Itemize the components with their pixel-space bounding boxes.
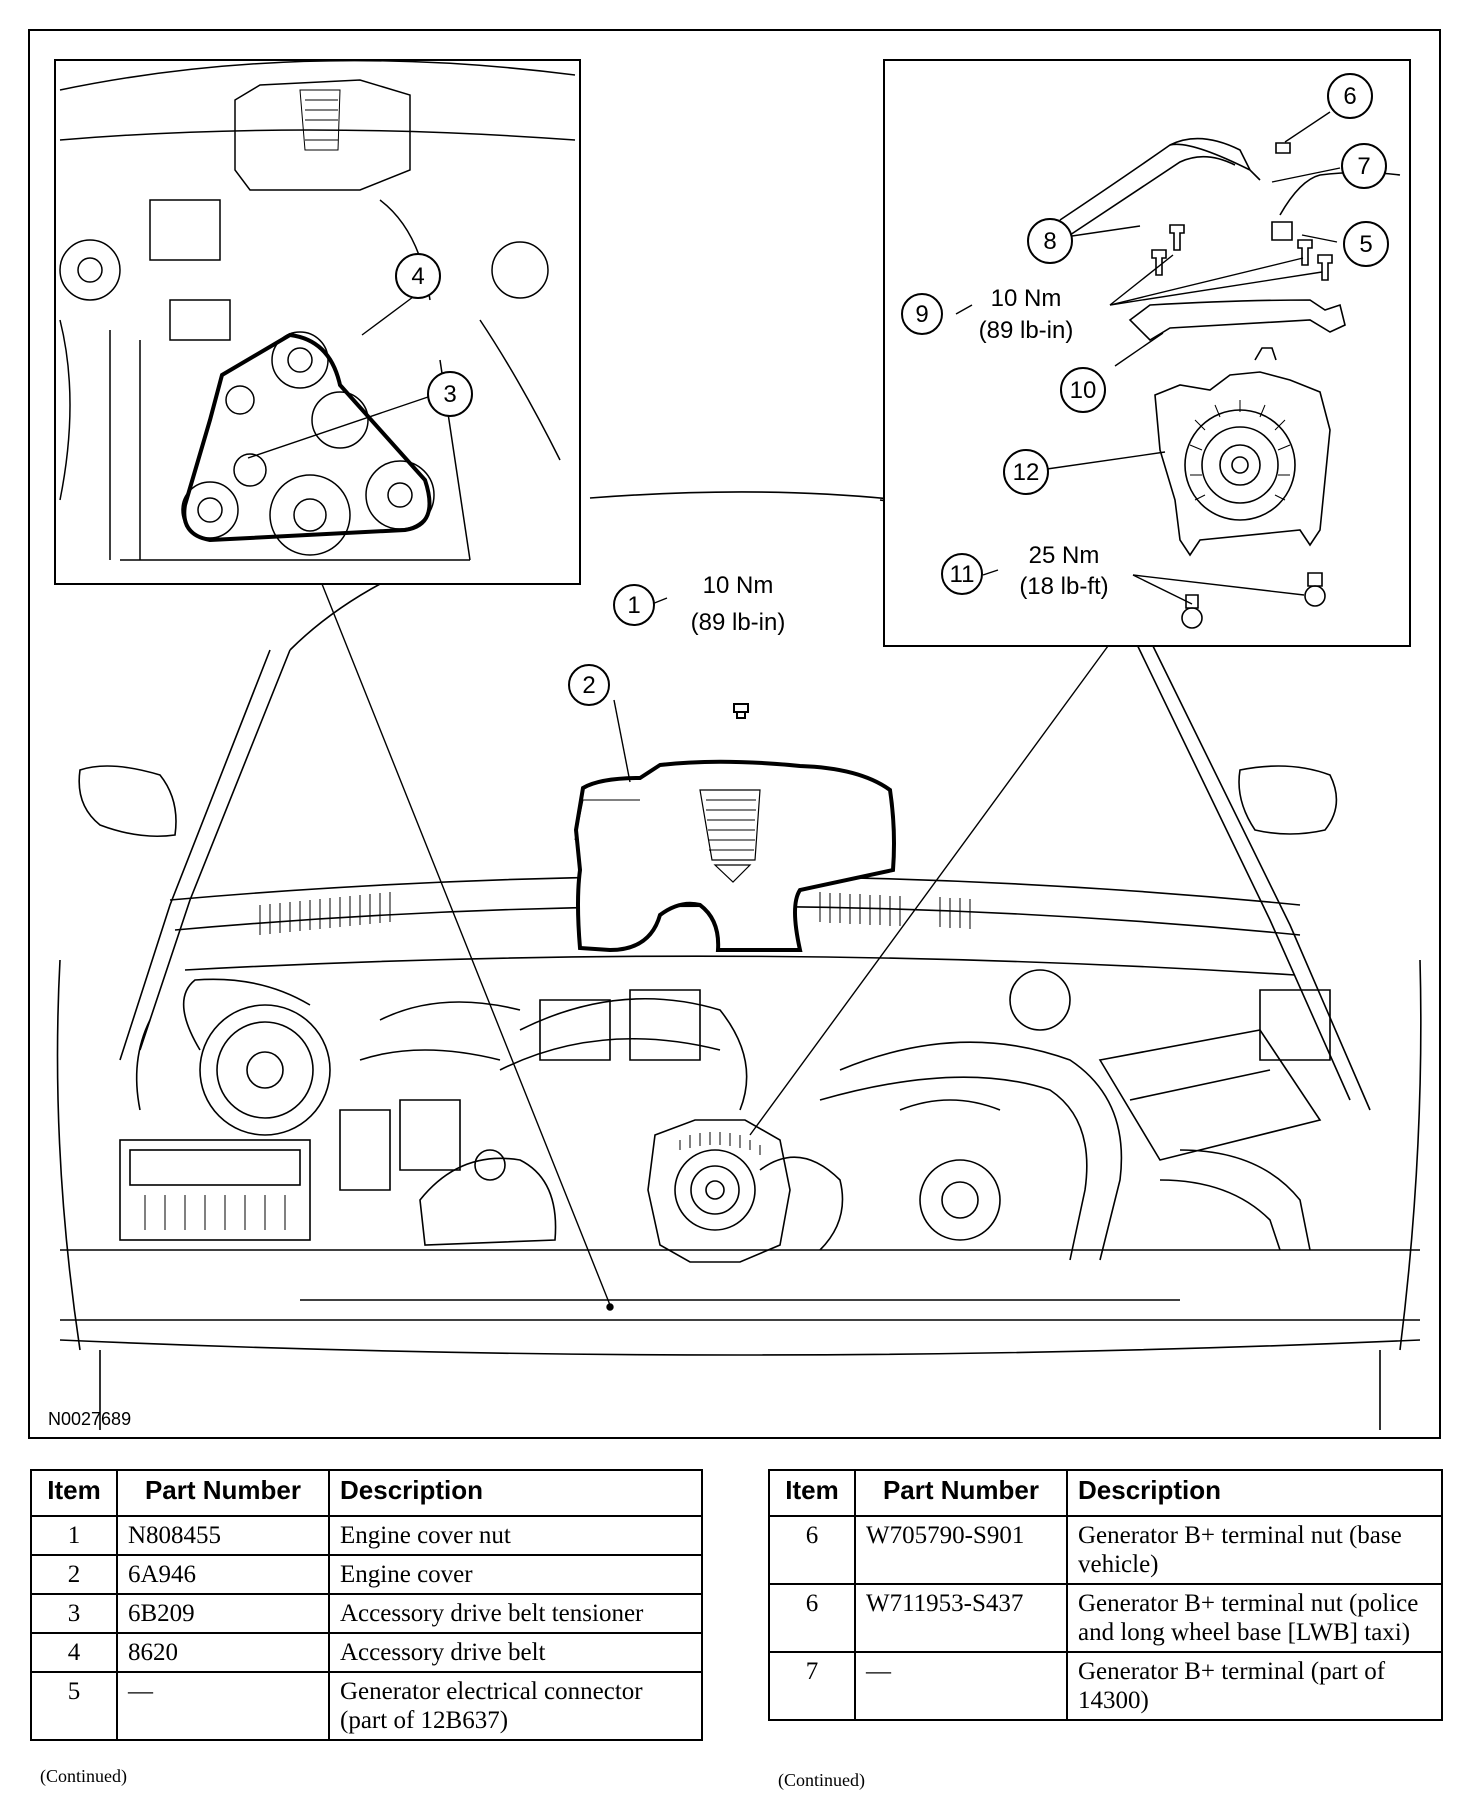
- svg-text:10: 10: [1070, 377, 1097, 404]
- continued-note-right: (Continued): [778, 1770, 865, 1790]
- cell-part-number: —: [116, 1671, 330, 1741]
- cell-item: 3: [30, 1593, 118, 1634]
- svg-text:9: 9: [915, 301, 928, 328]
- svg-text:8: 8: [1043, 228, 1056, 255]
- cell-item: 1: [30, 1515, 118, 1556]
- cell-part-number: N808455: [116, 1515, 330, 1556]
- callout-8: 8: [1027, 218, 1073, 264]
- cell-description: Accessory drive belt tensioner: [328, 1593, 703, 1634]
- svg-text:11: 11: [950, 561, 975, 588]
- table-row: 5 — Generator electrical connector (part…: [30, 1671, 703, 1741]
- svg-text:2: 2: [582, 672, 595, 699]
- callout-10: 10: [1060, 367, 1106, 413]
- callout-7: 7: [1341, 143, 1387, 189]
- cell-item: 5: [30, 1671, 118, 1741]
- svg-text:(89 lb-in): (89 lb-in): [691, 609, 786, 636]
- torque-spec-item-9: 10 Nm (89 lb-in): [979, 285, 1074, 344]
- svg-text:12: 12: [1013, 459, 1040, 486]
- cell-description: Generator electrical connector (part of …: [328, 1671, 703, 1741]
- column-header-description: Description: [328, 1469, 703, 1517]
- svg-text:(89 lb-in): (89 lb-in): [979, 317, 1074, 344]
- figure-id: N0027689: [48, 1409, 131, 1429]
- callout-6: 6: [1327, 73, 1373, 119]
- column-header-item: Item: [768, 1469, 856, 1517]
- continued-note-left: (Continued): [40, 1766, 127, 1786]
- engine-diagram: 1 2 3 4 5 6 7 8 9 10 12 11: [28, 29, 1441, 1439]
- torque-spec-item-11: 25 Nm (18 lb-ft): [1019, 542, 1108, 600]
- callout-4: 4: [395, 253, 441, 299]
- engine-cover: [573, 759, 896, 953]
- cell-description: Generator B+ terminal nut (police and lo…: [1066, 1583, 1443, 1653]
- column-header-part-number: Part Number: [854, 1469, 1068, 1517]
- table-row: 4 8620 Accessory drive belt: [30, 1632, 703, 1673]
- engine-cover-nut: [733, 703, 749, 719]
- cell-description: Engine cover nut: [328, 1515, 703, 1556]
- parts-table-left: Item Part Number Description 1 N808455 E…: [30, 1469, 703, 1741]
- svg-text:10 Nm: 10 Nm: [991, 285, 1062, 312]
- callout-2: 2: [568, 664, 610, 706]
- table-header-row: Item Part Number Description: [30, 1469, 703, 1517]
- inset-generator-frame: [883, 59, 1411, 647]
- svg-text:3: 3: [443, 381, 456, 408]
- table-row: 7 — Generator B+ terminal (part of 14300…: [768, 1651, 1443, 1721]
- cell-part-number: 8620: [116, 1632, 330, 1673]
- table-row: 6 W711953-S437 Generator B+ terminal nut…: [768, 1583, 1443, 1653]
- cell-item: 7: [768, 1651, 856, 1721]
- callout-11: 11: [941, 553, 983, 595]
- accessory-drive-belt: [182, 332, 432, 543]
- callout-5: 5: [1343, 221, 1389, 267]
- column-header-item: Item: [30, 1469, 118, 1517]
- inset-generator-illustration: [1059, 137, 1401, 629]
- svg-text:10 Nm: 10 Nm: [703, 572, 774, 599]
- cell-item: 6: [768, 1583, 856, 1653]
- table-row: 2 6A946 Engine cover: [30, 1554, 703, 1595]
- callout-3: 3: [427, 371, 473, 417]
- callout-1: 1: [613, 584, 655, 626]
- cell-part-number: W711953-S437: [854, 1583, 1068, 1653]
- cell-part-number: 6B209: [116, 1593, 330, 1634]
- callout-12: 12: [1003, 449, 1049, 495]
- inset-belt-frame: [54, 59, 581, 585]
- cell-description: Accessory drive belt: [328, 1632, 703, 1673]
- table-row: 6 W705790-S901 Generator B+ terminal nut…: [768, 1515, 1443, 1585]
- cell-item: 6: [768, 1515, 856, 1585]
- inset-belt-illustration: [59, 59, 576, 561]
- table-row: 1 N808455 Engine cover nut: [30, 1515, 703, 1556]
- svg-text:25 Nm: 25 Nm: [1029, 542, 1100, 569]
- table-row: 3 6B209 Accessory drive belt tensioner: [30, 1593, 703, 1634]
- callout-9: 9: [901, 293, 943, 335]
- generator-in-bay: [647, 1119, 791, 1263]
- svg-text:1: 1: [627, 592, 640, 619]
- cell-description: Generator B+ terminal (part of 14300): [1066, 1651, 1443, 1721]
- cell-part-number: 6A946: [116, 1554, 330, 1595]
- cell-part-number: W705790-S901: [854, 1515, 1068, 1585]
- svg-text:6: 6: [1343, 83, 1356, 110]
- svg-text:7: 7: [1357, 153, 1370, 180]
- cell-description: Engine cover: [328, 1554, 703, 1595]
- table-header-row: Item Part Number Description: [768, 1469, 1443, 1517]
- torque-spec-item-1: 10 Nm (89 lb-in): [691, 572, 786, 636]
- cell-item: 4: [30, 1632, 118, 1673]
- svg-text:(18 lb-ft): (18 lb-ft): [1019, 573, 1108, 600]
- column-header-description: Description: [1066, 1469, 1443, 1517]
- cell-description: Generator B+ terminal nut (base vehicle): [1066, 1515, 1443, 1585]
- leader-lines: [247, 111, 1341, 1311]
- column-header-part-number: Part Number: [116, 1469, 330, 1517]
- cell-part-number: —: [854, 1651, 1068, 1721]
- parts-table-right: Item Part Number Description 6 W705790-S…: [768, 1469, 1443, 1721]
- svg-text:4: 4: [411, 263, 424, 290]
- cell-item: 2: [30, 1554, 118, 1595]
- svg-text:5: 5: [1359, 231, 1372, 258]
